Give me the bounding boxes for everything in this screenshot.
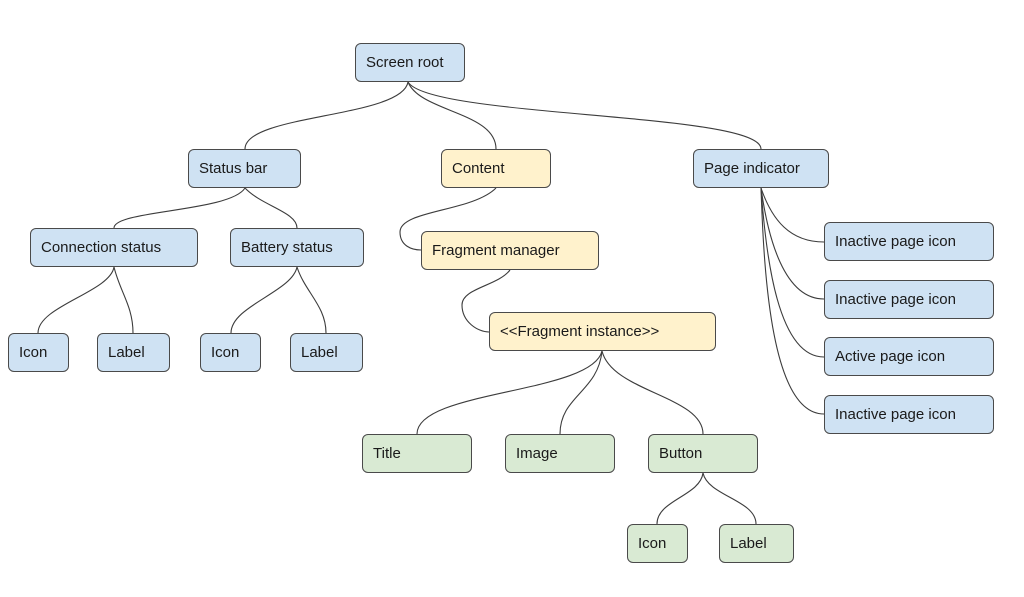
node-content: Content [441, 149, 551, 188]
node-page-icon-2: Inactive page icon [824, 280, 994, 319]
node-page-icon-1: Inactive page icon [824, 222, 994, 261]
node-page-indicator: Page indicator [693, 149, 829, 188]
edge-pi-2 [760, 187, 825, 300]
edge-status-batt [244, 187, 298, 229]
node-title: Title [362, 434, 472, 473]
edge-inst-title [416, 350, 603, 435]
node-battery-label: Label [290, 333, 363, 372]
edge-batt-icon [230, 266, 298, 334]
node-button: Button [648, 434, 758, 473]
edge-conn-icon [37, 266, 115, 334]
edge-status-conn [113, 187, 246, 229]
node-page-icon-4: Inactive page icon [824, 395, 994, 434]
node-connection-status: Connection status [30, 228, 198, 267]
node-button-label: Label [719, 524, 794, 563]
edge-root-pageind [407, 81, 762, 150]
edge-content-fragmgr [399, 187, 497, 251]
edge-conn-label [113, 266, 134, 334]
node-fragment-manager: Fragment manager [421, 231, 599, 270]
node-status-bar: Status bar [188, 149, 301, 188]
edge-root-content [407, 81, 497, 150]
node-page-icon-3: Active page icon [824, 337, 994, 376]
node-screen-root: Screen root [355, 43, 465, 82]
edge-root-statusbar [244, 81, 409, 150]
edge-pi-1 [760, 187, 825, 243]
node-battery-icon: Icon [200, 333, 261, 372]
edge-inst-button [601, 350, 704, 435]
edge-button-icon [656, 472, 704, 525]
edge-batt-label [296, 266, 327, 334]
node-connection-label: Label [97, 333, 170, 372]
node-fragment-instance: <<Fragment instance>> [489, 312, 716, 351]
edge-inst-image [559, 350, 603, 435]
edge-button-label [702, 472, 757, 525]
node-image: Image [505, 434, 615, 473]
edge-pi-4 [760, 187, 825, 415]
edge-fragmgr-instance [461, 269, 511, 333]
node-button-icon: Icon [627, 524, 688, 563]
node-connection-icon: Icon [8, 333, 69, 372]
node-battery-status: Battery status [230, 228, 364, 267]
edge-pi-3 [760, 187, 825, 358]
